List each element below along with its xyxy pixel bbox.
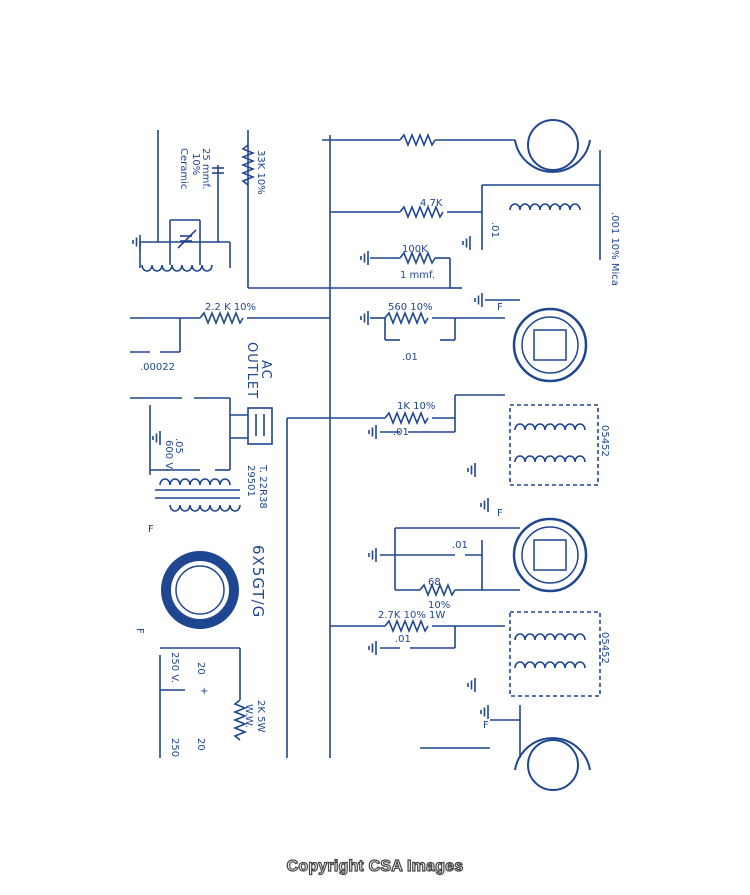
label-fuse-3: F	[497, 302, 503, 313]
label-res-68: 68	[428, 577, 441, 588]
label-cap-25-type: Ceramic	[178, 148, 189, 189]
component-labels: 25 mmf. 10% Ceramic 33K 10% 4.7K .01 .00…	[134, 148, 620, 757]
wiring	[130, 130, 601, 758]
label-rectifier-tube: 6X5GT/G	[249, 545, 267, 618]
label-cap-01-a: .01	[489, 222, 500, 238]
tube-if-amp	[512, 517, 588, 593]
label-res-2-7k: 2.7K 10% 1W	[378, 610, 445, 621]
label-cap-25-tol: 10%	[190, 153, 201, 175]
label-res-100k: 100K	[402, 244, 428, 255]
label-res-4-7k: 4.7K	[420, 198, 443, 209]
label-res-2-2k: 2.2 K 10%	[205, 302, 256, 313]
ground-symbols	[132, 234, 489, 720]
tube-top	[514, 119, 591, 173]
label-fuse-5: F	[483, 720, 489, 731]
tube-bottom	[514, 737, 591, 791]
label-cap-01-b: .01	[402, 352, 418, 363]
label-fuse-2: F	[134, 628, 145, 634]
label-res-2k-type: W.W.	[243, 704, 254, 728]
label-val-20: 20	[195, 738, 206, 751]
label-fuse-4: F	[497, 508, 503, 519]
label-cap-600v: 600 V.	[163, 440, 174, 471]
label-res-1k: 1K 10%	[397, 401, 435, 412]
label-res-2k: 2K 5W	[255, 700, 266, 732]
label-cap-25mmf: 25 mmf.	[200, 148, 211, 189]
label-val-250: 250	[169, 738, 180, 757]
label-plus-sign: +	[200, 686, 208, 697]
tube-mixer	[512, 307, 588, 383]
label-if-transformer-1: 05452	[599, 425, 610, 457]
label-transformer-model: T. 22R38	[257, 464, 268, 509]
label-res-68-tol: 10%	[428, 600, 450, 611]
label-cap-001-mica: .001 10% Mica	[609, 212, 620, 286]
label-cap-20: 20	[195, 662, 206, 675]
label-fuse-1: F	[148, 524, 154, 535]
label-cap-01-c: .01	[393, 427, 409, 438]
tube-rectifier	[161, 551, 239, 629]
label-if-transformer-2: 05452	[599, 632, 610, 664]
label-ac-outlet-2: OUTLET	[244, 342, 259, 399]
label-ac-outlet-1: AC	[258, 360, 273, 380]
label-cap-1mmf: 1 mmf.	[400, 270, 435, 281]
label-transformer-part: 29501	[245, 465, 256, 497]
label-cap-05: .05	[173, 438, 184, 454]
label-cap-250v: 250 V.	[169, 652, 180, 683]
label-cap-01-e: .01	[395, 634, 411, 645]
label-res-33k: 33K 10%	[255, 150, 266, 195]
copyright-watermark: Copyright CSA Images	[286, 857, 464, 875]
label-res-560: 560 10%	[388, 302, 433, 313]
label-cap-01-d: .01	[452, 540, 468, 551]
label-cap-00022: .00022	[140, 362, 175, 373]
